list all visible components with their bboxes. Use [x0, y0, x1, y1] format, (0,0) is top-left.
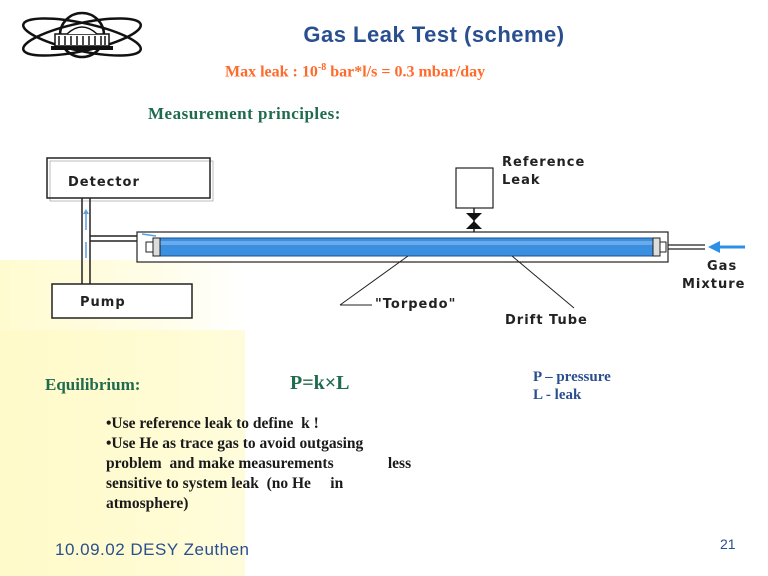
detector-label: Detector [68, 175, 140, 190]
bullet-list: •Use reference leak to define k ! •Use H… [106, 414, 666, 514]
legend-leak: L - leak [533, 387, 582, 403]
reference-leak-label-1: Reference [502, 155, 585, 170]
slide-title: Gas Leak Test (scheme) [303, 22, 565, 47]
bullet-line: atmosphere) [106, 495, 189, 512]
bullet-line: •Use reference leak to define k ! [106, 415, 319, 432]
page-number: 21 [720, 536, 736, 552]
subtitle-prefix: Max leak : 10 [225, 63, 318, 81]
subtitle-suffix: bar*l/s = 0.3 mbar/day [326, 63, 486, 81]
torpedo-label: "Torpedo" [375, 297, 456, 312]
drift-tube-pointer: Drift Tube [505, 255, 588, 328]
jinr-logo-icon [21, 11, 143, 59]
equilibrium-formula: P=k×L [290, 372, 350, 394]
equilibrium-label: Equilibrium: [45, 375, 141, 394]
subtitle-exponent: -8 [317, 62, 327, 73]
connection-pipe [81, 198, 138, 284]
pump-box: Pump [51, 283, 193, 319]
section-heading: Measurement principles: [148, 104, 341, 123]
reference-leak-label-2: Leak [502, 173, 541, 188]
max-leak-subtitle: Max leak : 10-8 bar*l/s = 0.3 mbar/day [225, 62, 485, 81]
gas-inlet-arrow-icon [708, 241, 745, 253]
bullet-line: •Use He as trace gas to avoid outgasing [106, 435, 364, 452]
gas-mixture-label-2: Mixture [682, 277, 745, 292]
footer-date-location: 10.09.02 DESY Zeuthen [55, 540, 250, 559]
bullet-line: problem and make measurements less [106, 455, 412, 472]
detector-box: Detector [46, 157, 214, 202]
pump-label: Pump [80, 295, 126, 310]
background-glow-inner [0, 330, 245, 576]
drift-tube [145, 237, 667, 257]
bullet-line: sensitive to system leak (no He in [106, 475, 344, 492]
torpedo-pointer: "Torpedo" [339, 255, 456, 312]
reference-leak: Reference Leak [455, 155, 585, 232]
gas-mixture-label-1: Gas [707, 259, 737, 274]
flow-arrow-icon [141, 233, 157, 237]
legend-pressure: P – pressure [533, 369, 611, 385]
formula-legend: P – pressure L - leak [533, 368, 611, 404]
drift-tube-label: Drift Tube [505, 313, 588, 328]
